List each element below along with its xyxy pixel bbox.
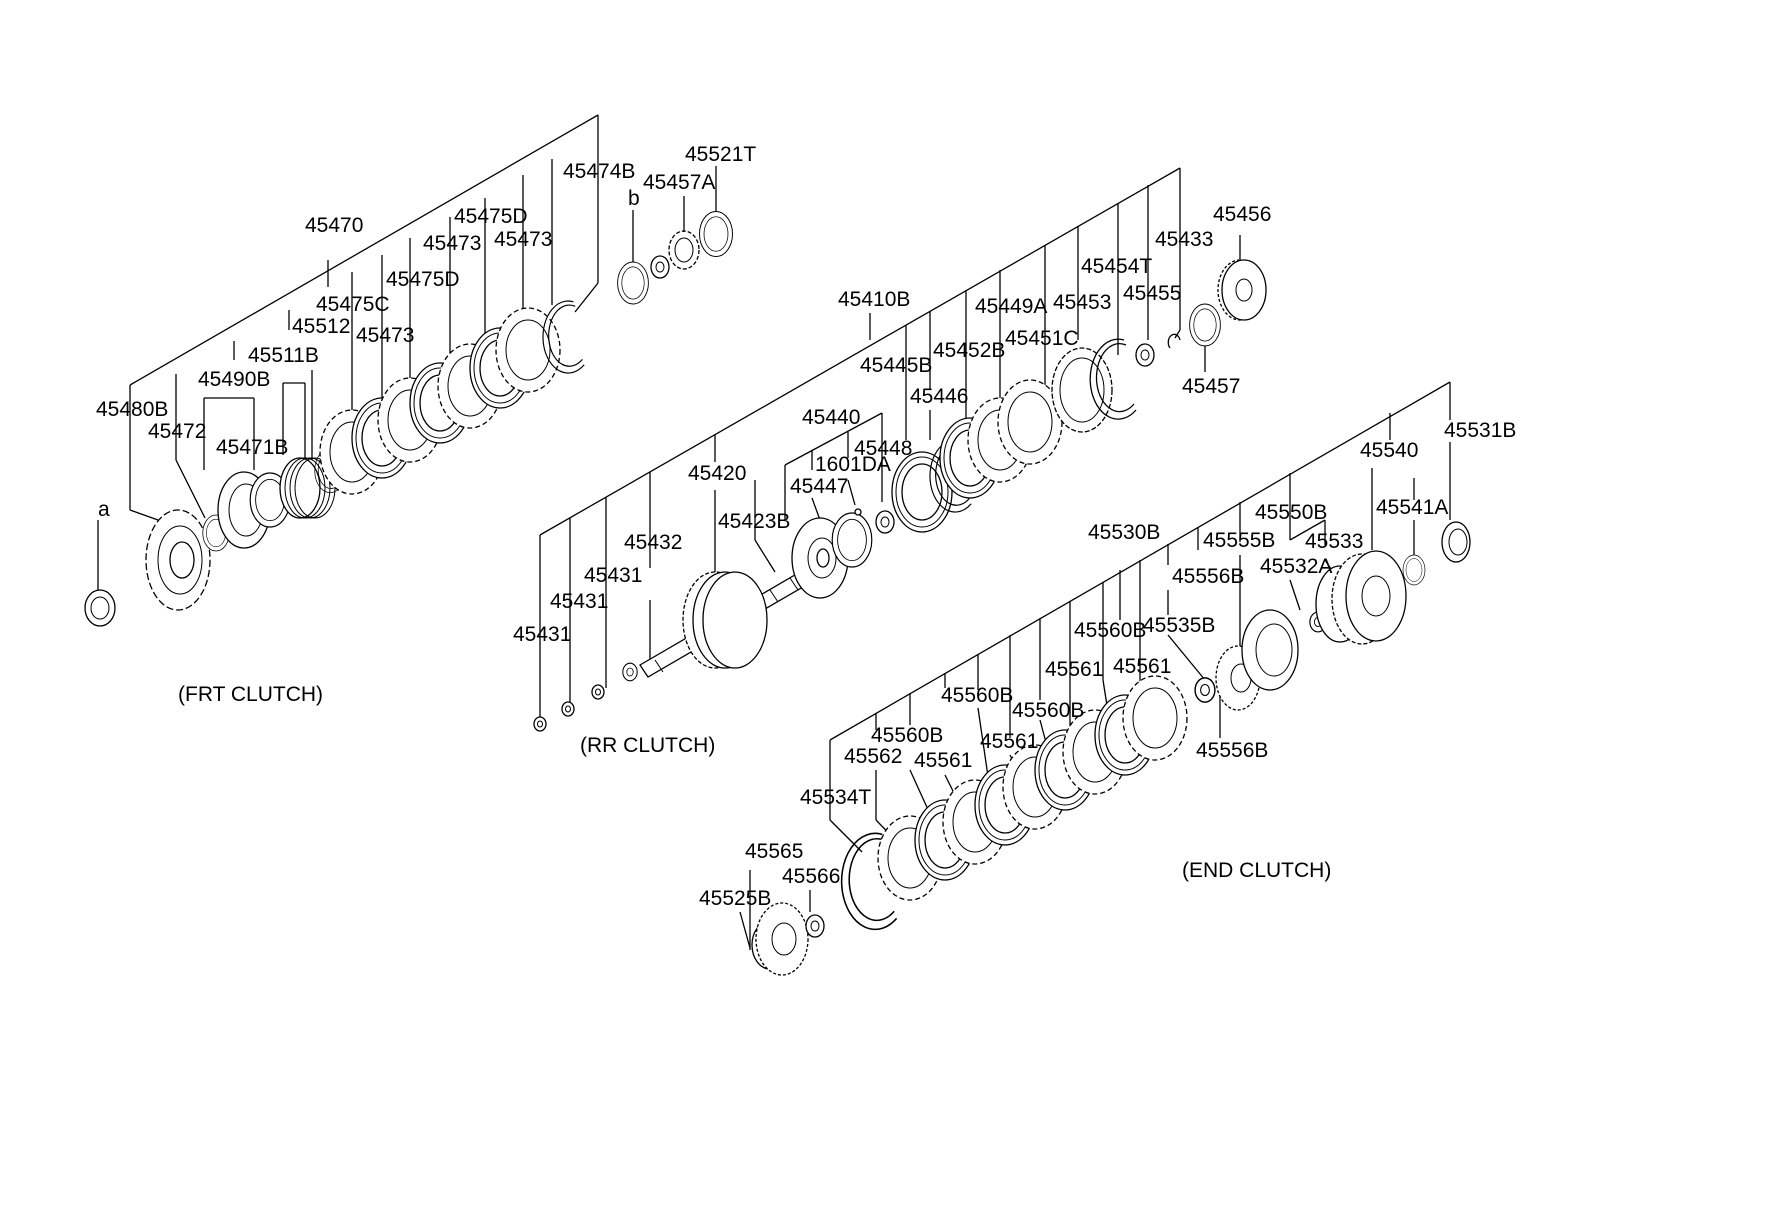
part-label-45561-3[interactable]: 45561 [980,730,1038,753]
part-label-45565[interactable]: 45565 [745,840,803,863]
part-label-45433[interactable]: 45433 [1155,228,1213,251]
part-label-45445b[interactable]: 45445B [860,354,932,377]
part-label-45480b[interactable]: 45480B [96,398,168,421]
part-labels: a b 45470 45474B 45457A 45521T 45475D 45… [96,143,1516,910]
part-label-45560b-1[interactable]: 45560B [1074,619,1146,642]
part-label-45534t[interactable]: 45534T [800,786,871,809]
part-label-45475d-2[interactable]: 45475D [386,268,460,291]
rr-leader-lines [539,185,1241,720]
part-label-45566[interactable]: 45566 [782,865,840,888]
part-label-45410b[interactable]: 45410B [838,288,910,311]
part-label-45451c[interactable]: 45451C [1005,327,1079,350]
part-label-45531b[interactable]: 45531B [1444,419,1516,442]
pump-housing [145,509,211,611]
seal-ring-a [84,589,116,627]
part-label-45561-4[interactable]: 45561 [914,749,972,772]
part-label-45556b-1[interactable]: 45556B [1172,565,1244,588]
part-label-45470[interactable]: 45470 [305,214,363,237]
part-label-45448[interactable]: 45448 [854,437,912,460]
rr-bracket-line [539,167,1181,536]
part-label-45447[interactable]: 45447 [790,475,848,498]
seal-ring-45531b [1441,521,1471,563]
part-label-45420[interactable]: 45420 [688,462,746,485]
part-label-45475d-1[interactable]: 45475D [454,205,528,228]
section-title-end-clutch: (END CLUTCH) [1182,859,1331,882]
part-label-45532a[interactable]: 45532A [1260,555,1332,578]
part-label-45550b[interactable]: 45550B [1255,501,1327,524]
output-gear [1217,259,1267,321]
part-label-45472[interactable]: 45472 [148,420,206,443]
end-clutch-drum [1315,550,1407,645]
section-title-rr-clutch: (RR CLUTCH) [580,734,715,757]
part-label-45490b[interactable]: 45490B [198,368,270,391]
part-label-45453[interactable]: 45453 [1053,291,1111,314]
part-label-45431-1[interactable]: 45431 [584,564,642,587]
part-label-45457a[interactable]: 45457A [643,171,715,194]
rr-clutch-group [533,167,1267,732]
part-label-45431-2[interactable]: 45431 [550,590,608,613]
part-label-45512[interactable]: 45512 [292,315,350,338]
part-label-45556b-2[interactable]: 45556B [1196,739,1268,762]
bearing [668,230,700,270]
rr-drum-plate [1051,347,1113,433]
part-label-45521t[interactable]: 45521T [685,143,756,166]
part-label-45449a[interactable]: 45449A [975,295,1047,318]
part-label-45541a[interactable]: 45541A [1376,496,1448,519]
part-label-45530b[interactable]: 45530B [1088,521,1160,544]
part-label-45535b[interactable]: 45535B [1143,614,1215,637]
part-label-45440[interactable]: 45440 [802,406,860,429]
part-label-1601da[interactable]: 1601DA [815,453,891,476]
frt-parts [84,166,733,627]
part-label-45561-2[interactable]: 45561 [1113,655,1171,678]
end-parts [751,521,1471,976]
part-label-45473-2[interactable]: 45473 [494,228,552,251]
part-label-45473-3[interactable]: 45473 [356,324,414,347]
end-piston [1241,609,1299,691]
ref-a-label: a [98,498,110,521]
part-label-45455[interactable]: 45455 [1123,282,1181,305]
part-label-45432[interactable]: 45432 [624,531,682,554]
ref-b-label: b [628,187,640,210]
part-label-45511b[interactable]: 45511B [248,344,319,367]
part-label-45533[interactable]: 45533 [1305,530,1363,553]
part-label-45475c[interactable]: 45475C [316,293,390,316]
part-label-45560b-4[interactable]: 45560B [871,724,943,747]
part-label-45560b-2[interactable]: 45560B [941,684,1013,707]
part-label-45525b[interactable]: 45525B [699,887,771,910]
end-clutch-group [739,381,1471,976]
part-label-45471b[interactable]: 45471B [216,436,288,459]
part-label-45431-3[interactable]: 45431 [513,623,571,646]
part-label-45423b[interactable]: 45423B [718,510,790,533]
output-gear-45525b [751,902,809,976]
part-label-45540[interactable]: 45540 [1360,439,1418,462]
part-label-45473-1[interactable]: 45473 [423,232,481,255]
input-shaft [639,571,809,678]
rr-parts [533,259,1267,732]
part-label-45454t[interactable]: 45454T [1081,255,1152,278]
part-label-45457[interactable]: 45457 [1182,375,1240,398]
section-title-frt-clutch: (FRT CLUTCH) [178,683,323,706]
part-label-45452b[interactable]: 45452B [933,339,1005,362]
frt-bracket-line [129,114,599,386]
part-label-45456[interactable]: 45456 [1213,203,1271,226]
part-label-45562[interactable]: 45562 [844,745,902,768]
frt-clutch-group [84,114,733,627]
part-label-45446[interactable]: 45446 [910,385,968,408]
part-label-45474b[interactable]: 45474B [563,160,635,183]
part-label-45561-1[interactable]: 45561 [1045,658,1103,681]
return-spring [279,457,336,519]
section-titles: (FRT CLUTCH) (RR CLUTCH) (END CLUTCH) [178,683,1331,882]
part-label-45560b-3[interactable]: 45560B [1012,699,1084,722]
part-label-45555b[interactable]: 45555B [1203,529,1275,552]
